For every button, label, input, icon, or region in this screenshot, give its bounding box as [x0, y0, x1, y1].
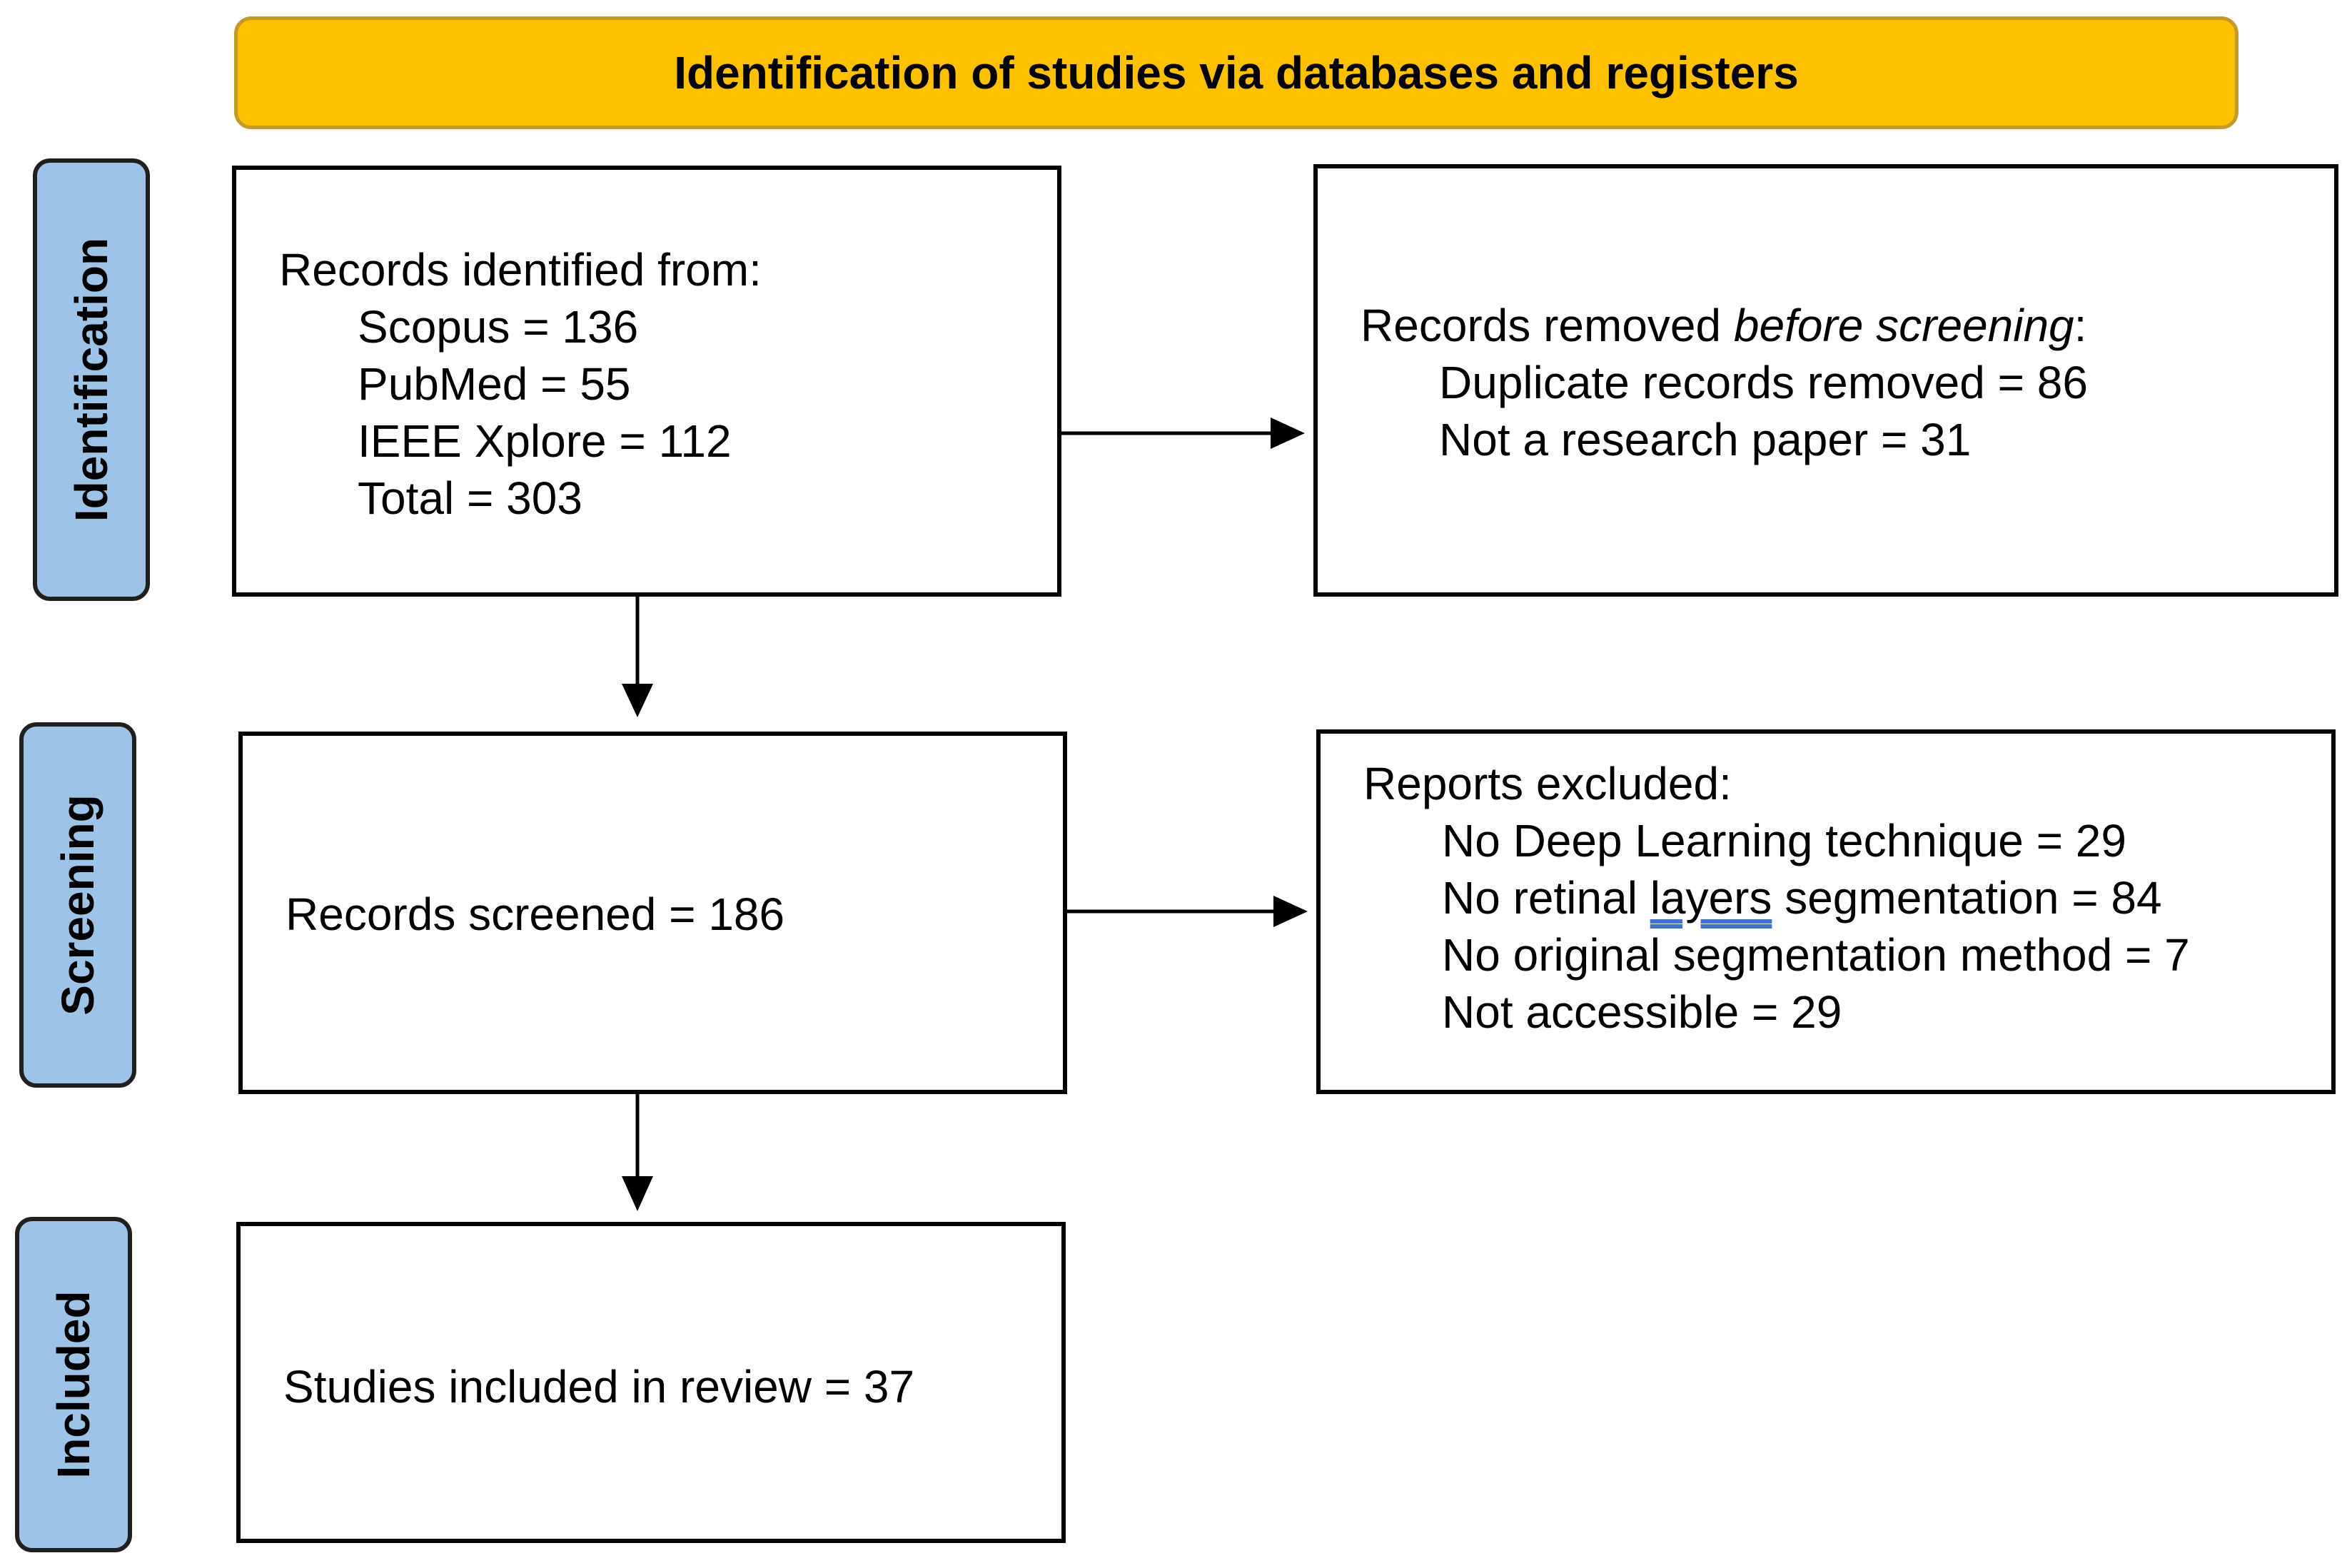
records-removed-heading-prefix: Records removed	[1361, 300, 1734, 351]
arrowhead-right	[1273, 896, 1308, 927]
records-removed-heading: Records removed before screening:	[1361, 297, 2088, 354]
records-identified-item: Total = 303	[358, 472, 582, 524]
reports-excluded-item: No Deep Learning technique = 29	[1442, 815, 2126, 866]
reports-excluded-heading: Reports excluded:	[1363, 758, 1732, 809]
reports-excluded-item: Not accessible = 29	[1442, 986, 1842, 1038]
reports-excluded-item: No original segmentation method = 7	[1442, 929, 2190, 981]
arrowhead-down	[622, 684, 653, 717]
reports-excluded-item-retinal: No retinal layers segmentation = 84	[1363, 869, 2190, 926]
studies-included-text: Studies included in review = 37	[283, 1361, 915, 1412]
records-identified-item: Scopus = 136	[358, 301, 639, 353]
records-removed-heading-emphasis: before screening	[1733, 300, 2074, 351]
spellcheck-marked-word: layers	[1650, 872, 1772, 924]
records-identified-box: Records identified from: Scopus = 136 Pu…	[232, 166, 1061, 597]
records-screened-box: Records screened = 186	[238, 732, 1067, 1094]
records-identified-item: PubMed = 55	[358, 358, 631, 410]
header-title: Identification of studies via databases …	[674, 47, 1799, 98]
records-removed-item: Not a research paper = 31	[1439, 414, 1972, 465]
arrowhead-down	[622, 1176, 653, 1211]
retinal-item-after: segmentation = 84	[1772, 872, 2162, 924]
records-screened-text: Records screened = 186	[286, 889, 785, 940]
records-removed-item: Duplicate records removed = 86	[1439, 357, 2088, 408]
records-identified-item: IEEE Xplore = 112	[358, 415, 732, 467]
arrowhead-right	[1271, 418, 1305, 449]
stage-tab-screening: Screening	[19, 722, 136, 1088]
records-removed-heading-suffix: :	[2074, 300, 2087, 351]
records-removed-box: Records removed before screening: Duplic…	[1313, 164, 2338, 597]
stage-tab-identification: Identification	[33, 158, 150, 601]
stage-tab-included: Included	[15, 1217, 132, 1552]
reports-excluded-box: Reports excluded: No Deep Learning techn…	[1316, 729, 2336, 1094]
header-banner: Identification of studies via databases …	[234, 16, 2239, 129]
records-identified-heading: Records identified from:	[279, 244, 762, 295]
retinal-item-before: No retinal	[1442, 872, 1650, 924]
studies-included-box: Studies included in review = 37	[236, 1222, 1066, 1543]
